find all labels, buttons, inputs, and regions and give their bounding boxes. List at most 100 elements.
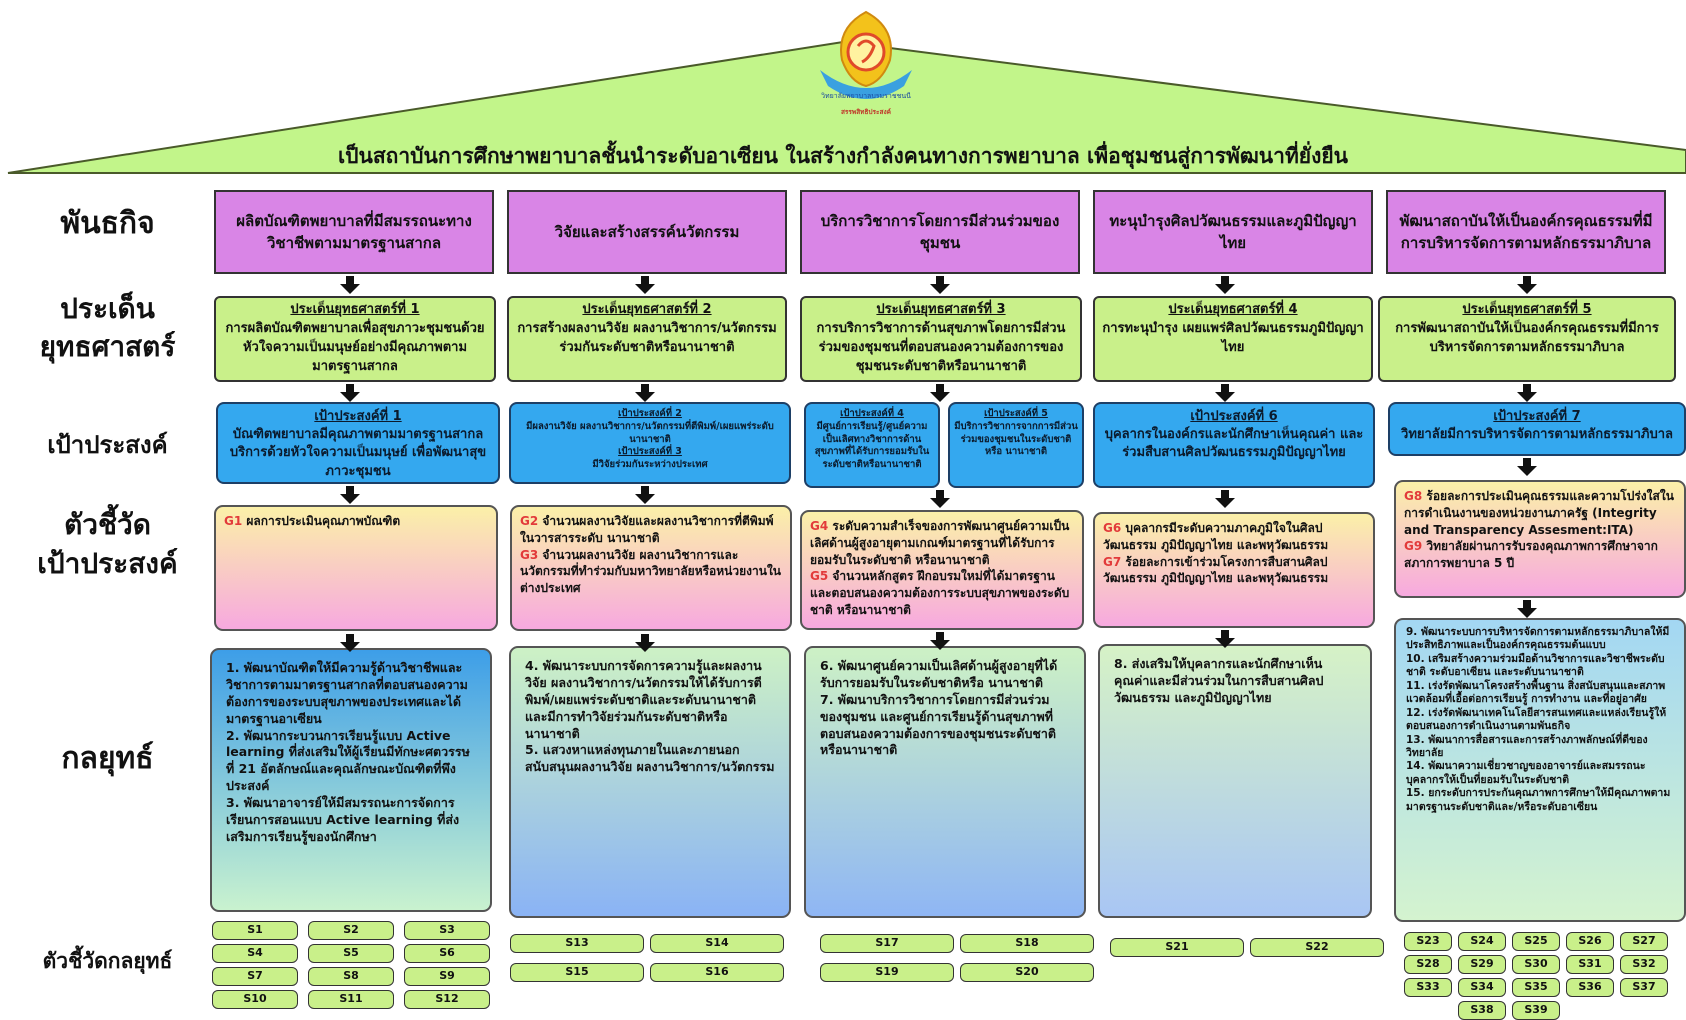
kpi-item: G5 จำนวนหลักสูตร ฝึกอบรมใหม่ที่ได้มาตรฐา…: [810, 568, 1074, 618]
strategy-kpi-s15: S15: [510, 963, 644, 982]
strategy-item: 13. พัฒนาการสื่อสารและการสร้างภาพลักษณ์ท…: [1406, 733, 1648, 759]
goal-2-text: มีผลงานวิจัย ผลงานวิชาการ/นวัตกรรมที่ตีพ…: [526, 420, 774, 445]
strategy-kpi-s39: S39: [1512, 1001, 1560, 1020]
row-label-issue-line2: ยุทธศาสตร์: [39, 329, 176, 363]
kpi-code: G6: [1103, 521, 1122, 535]
kpi-code: G1: [224, 514, 243, 528]
row-label-issue: ประเด็น ยุทธศาสตร์: [0, 290, 215, 366]
strategy-kpi-s34: S34: [1458, 978, 1506, 997]
strategy-kpi-s13: S13: [510, 934, 644, 953]
kpi-text: บุคลากรมีระดับความภาคภูมิใจในศิลปวัฒนธรร…: [1103, 521, 1329, 552]
strategy-kpi-s38: S38: [1458, 1001, 1506, 1020]
goal-6-text: บุคลากรในองค์กรและนักศึกษาเห็นคุณค่า และ…: [1104, 427, 1364, 461]
goal-3-text: มีวิจัยร่วมกันระหว่างประเทศ: [592, 459, 708, 471]
strategy-kpi-s27: S27: [1620, 932, 1668, 951]
strategy-kpi-s28: S28: [1404, 955, 1452, 974]
strategy-kpi-s36: S36: [1566, 978, 1614, 997]
strategy-kpi-s32: S32: [1620, 955, 1668, 974]
strategy-kpi-s10: S10: [212, 990, 298, 1009]
issue-4-text: การทะนุบำรุง เผยแพร่ศิลปวัฒนธรรมภูมิปัญญ…: [1102, 320, 1364, 355]
strategy-kpi-s25: S25: [1512, 932, 1560, 951]
strategy-item: 12. เร่งรัดพัฒนาเทคโนโลยีสารสนเทศและแหล่…: [1406, 706, 1667, 733]
strategy-item: 5. แสวงหาแหล่งทุนภายในและภายนอกสนับสนุนผ…: [525, 742, 775, 775]
kpi-item: G1 ผลการประเมินคุณภาพบัณฑิต: [224, 513, 488, 530]
strategy-box-2: 4. พัฒนาระบบการจัดการความรู้และผลงานวิจั…: [509, 646, 791, 918]
kpi-box-3: G4 ระดับความสำเร็จของการพัฒนาศูนย์ความเป…: [800, 510, 1084, 630]
mission-1: ผลิตบัณฑิตพยาบาลที่มีสมรรถนะทางวิชาชีพตา…: [214, 190, 494, 274]
kpi-code: G8: [1404, 489, 1423, 503]
strategy-kpi-s19: S19: [820, 963, 954, 982]
strategy-kpi-s30: S30: [1512, 955, 1560, 974]
issue-1-heading: ประเด็นยุทธศาสตร์ที่ 1: [290, 302, 420, 317]
strategy-kpi-s14: S14: [650, 934, 784, 953]
strategy-kpi-s21: S21: [1110, 938, 1244, 957]
strategy-kpi-s24: S24: [1458, 932, 1506, 951]
goal-2-heading: เป้าประสงค์ที่ 2: [618, 408, 682, 419]
strategy-kpi-s29: S29: [1458, 955, 1506, 974]
kpi-code: G5: [810, 569, 829, 584]
kpi-box-1: G1 ผลการประเมินคุณภาพบัณฑิต: [214, 505, 498, 631]
strategy-kpi-s5: S5: [308, 944, 394, 963]
strategy-item: 1. พัฒนาบัณฑิตให้มีความรู้ด้านวิชาชีพและ…: [226, 660, 468, 726]
kpi-text: จำนวนผลงานวิจัยและผลงานวิชาการที่ตีพิมพ์…: [520, 514, 774, 545]
strategy-kpi-s4: S4: [212, 944, 298, 963]
issue-3-text: การบริการวิชาการด้านสุขภาพโดยการมีส่วนร่…: [816, 320, 1066, 374]
kpi-text: ระดับความสำเร็จของการพัฒนาศูนย์ความเป็นเ…: [810, 519, 1070, 567]
mission-5: พัฒนาสถาบันให้เป็นองค์กรคุณธรรมที่มีการบ…: [1386, 190, 1666, 274]
strategy-box-1: 1. พัฒนาบัณฑิตให้มีความรู้ด้านวิชาชีพและ…: [210, 648, 492, 912]
row-label-kpi-line2: เป้าประสงค์: [37, 547, 178, 581]
college-logo: วิทยาลัยพยาบาลบรมราชชนนี สรรพสิทธิประสงค…: [820, 10, 912, 116]
strategy-item: 3. พัฒนาอาจารย์ให้มีสมรรถนะการจัดการเรีย…: [226, 795, 460, 844]
strategy-item: 8. ส่งเสริมให้บุคลากรและนักศึกษาเห็นคุณค…: [1114, 656, 1324, 705]
mission-2: วิจัยและสร้างสรรค์นวัตกรรม: [507, 190, 787, 274]
goal-1-heading: เป้าประสงค์ที่ 1: [314, 409, 402, 424]
strategy-kpi-s20: S20: [960, 963, 1094, 982]
strategy-kpi-s31: S31: [1566, 955, 1614, 974]
kpi-box-5: G8 ร้อยละการประเมินคุณธรรมและความโปร่งใส…: [1394, 480, 1686, 598]
kpi-item: G8 ร้อยละการประเมินคุณธรรมและความโปร่งใส…: [1404, 488, 1676, 538]
strategy-kpi-s2: S2: [308, 921, 394, 940]
strategy-kpi-s33: S33: [1404, 978, 1452, 997]
strategy-kpi-s37: S37: [1620, 978, 1668, 997]
goal-7-heading: เป้าประสงค์ที่ 7: [1493, 409, 1581, 424]
strategy-item: 11. เร่งรัดพัฒนาโครงสร้างพื้นฐาน สิ่งสนั…: [1406, 679, 1666, 706]
strategy-item: 6. พัฒนาศูนย์ความเป็นเลิศด้านผู้สูงอายุท…: [820, 658, 1058, 690]
kpi-code: G2: [520, 514, 539, 528]
strategy-item: 14. พัฒนาความเชี่ยวชาญของอาจารย์และสมรรถ…: [1406, 760, 1646, 786]
goal-5-text: มีบริการวิชาการจากการมีส่วนร่วมของชุมชนใ…: [954, 420, 1078, 458]
strategy-kpi-s35: S35: [1512, 978, 1560, 997]
strategy-kpi-s12: S12: [404, 990, 490, 1009]
kpi-text: จำนวนผลงานวิจัย ผลงานวิชาการและนวัตกรรมท…: [520, 547, 782, 596]
strategy-kpi-s1: S1: [212, 921, 298, 940]
kpi-code: G9: [1404, 539, 1423, 554]
logo-text-1: วิทยาลัยพยาบาลบรมราชชนนี: [821, 92, 911, 100]
strategy-kpi-s7: S7: [212, 967, 298, 986]
kpi-box-4: G6 บุคลากรมีระดับความภาคภูมิใจในศิลปวัฒน…: [1093, 512, 1375, 628]
kpi-item: G7 ร้อยละการเข้าร่วมโครงการสืบสานศิลปวัฒ…: [1103, 554, 1365, 588]
vision-statement: เป็นสถาบันการศึกษาพยาบาลชั้นนำระดับอาเซี…: [337, 144, 1349, 168]
row-label-mission: พันธกิจ: [60, 206, 155, 241]
strategy-item: 9. พัฒนาระบบการบริหารจัดการตามหลักธรรมาภ…: [1406, 626, 1670, 652]
goal-7: เป้าประสงค์ที่ 7 วิทยาลัยมีการบริหารจัดกา…: [1388, 402, 1686, 456]
kpi-text: ร้อยละการประเมินคุณธรรมและความโปร่งใสในก…: [1404, 489, 1674, 537]
goal-7-text: วิทยาลัยมีการบริหารจัดการตามหลักธรรมาภิบ…: [1401, 427, 1673, 443]
goal-4-text: มีศูนย์การเรียนรู้/ศูนย์ความเป็นเลิศทางว…: [814, 420, 930, 471]
row-label-kpi-line1: ตัวชี้วัด: [64, 508, 151, 541]
strategy-kpi-s8: S8: [308, 967, 394, 986]
kpi-text: ร้อยละการเข้าร่วมโครงการสืบสานศิลปวัฒนธร…: [1103, 554, 1329, 586]
row-label-issue-line1: ประเด็น: [60, 292, 155, 325]
logo-text-2: สรรพสิทธิประสงค์: [841, 108, 891, 116]
strategy-kpi-s18: S18: [960, 934, 1094, 953]
strategy-kpi-s22: S22: [1250, 938, 1384, 957]
strategy-kpi-s16: S16: [650, 963, 784, 982]
kpi-box-2: G2 จำนวนผลงานวิจัยและผลงานวิชาการที่ตีพิ…: [510, 505, 792, 631]
kpi-item: G2 จำนวนผลงานวิจัยและผลงานวิชาการที่ตีพิ…: [520, 513, 782, 547]
